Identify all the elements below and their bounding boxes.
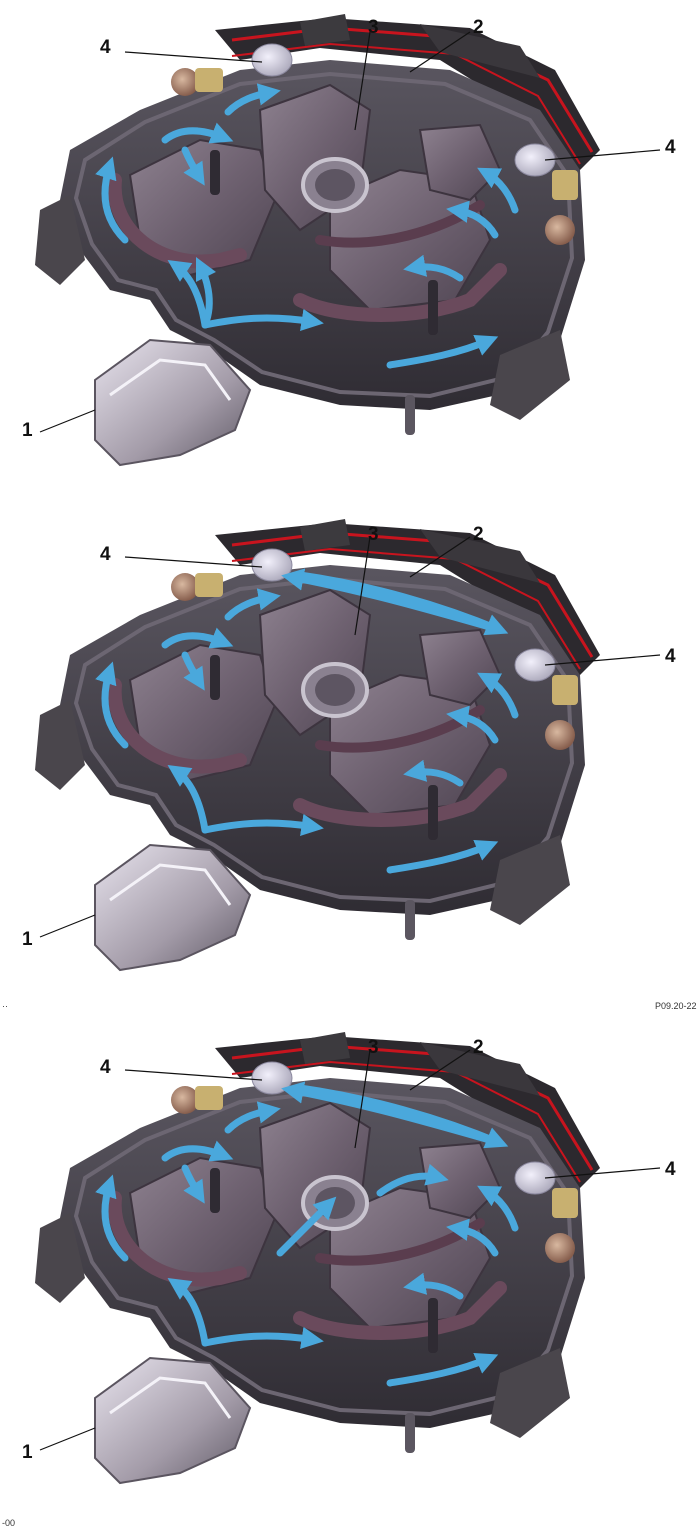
curved-arrow-icon [95, 83, 519, 369]
callout-2: 2 [473, 17, 484, 38]
callout-1: 1 [22, 420, 33, 441]
diagram-panel-2: 4 3 2 4 1 ·· P09.20-22 [0, 505, 698, 1011]
callout-2: 2 [473, 524, 484, 545]
callout-2: 2 [473, 1037, 484, 1058]
callout-3: 3 [368, 17, 379, 38]
callout-4-left: 4 [100, 37, 111, 58]
diagram-panel-1: 4 3 2 4 1 [0, 0, 698, 505]
reference-code-left: -00 [2, 1518, 16, 1528]
intake-manifold-illustration [0, 1018, 661, 1523]
curved-arrow-icon [95, 1081, 519, 1387]
callout-4-left: 4 [100, 544, 111, 565]
callout-4-right: 4 [665, 1159, 676, 1180]
leader-lines [39, 1049, 661, 1451]
curved-arrow-icon [95, 568, 519, 874]
callout-1: 1 [22, 1442, 33, 1463]
intake-manifold-illustration [0, 505, 661, 1010]
callout-3: 3 [368, 524, 379, 545]
leader-lines [39, 536, 661, 938]
reference-code: P09.20-22 [655, 1001, 697, 1011]
callout-1: 1 [22, 929, 33, 950]
callout-4-left: 4 [100, 1057, 111, 1078]
reference-code-left: ·· [2, 1001, 8, 1011]
diagram-panel-3: 4 3 2 4 1 -00 [0, 1018, 698, 1528]
callout-4-right: 4 [665, 137, 676, 158]
intake-manifold-illustration [0, 0, 661, 505]
leader-lines [39, 31, 661, 433]
callout-4-right: 4 [665, 646, 676, 667]
callout-3: 3 [368, 1037, 379, 1058]
